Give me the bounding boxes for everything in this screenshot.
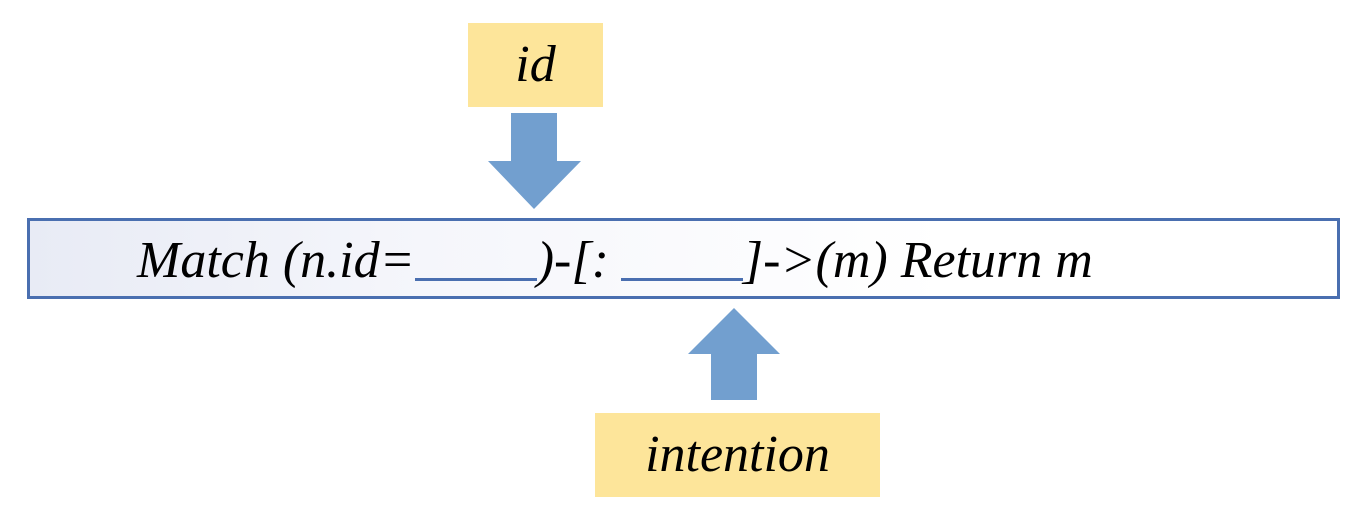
id-label-box: id	[468, 23, 603, 107]
query-part-return: ]->(m) Return m	[742, 232, 1093, 289]
query-template-text: Match (n.id= )-[: ]->(m) Return m	[137, 231, 1093, 291]
id-label-text: id	[515, 36, 556, 93]
intention-blank	[620, 236, 743, 281]
arrow-up-icon	[688, 308, 780, 400]
query-template-box	[27, 218, 1340, 299]
arrow-down-shape	[488, 113, 581, 209]
query-part-relation: )-[:	[536, 232, 609, 289]
query-part-match: Match (n.id=	[137, 232, 415, 289]
arrow-down-icon	[488, 113, 581, 209]
id-blank	[414, 236, 537, 281]
arrow-up-shape	[688, 308, 780, 400]
intention-label-box: intention	[595, 413, 880, 497]
intention-label-text: intention	[645, 426, 830, 483]
